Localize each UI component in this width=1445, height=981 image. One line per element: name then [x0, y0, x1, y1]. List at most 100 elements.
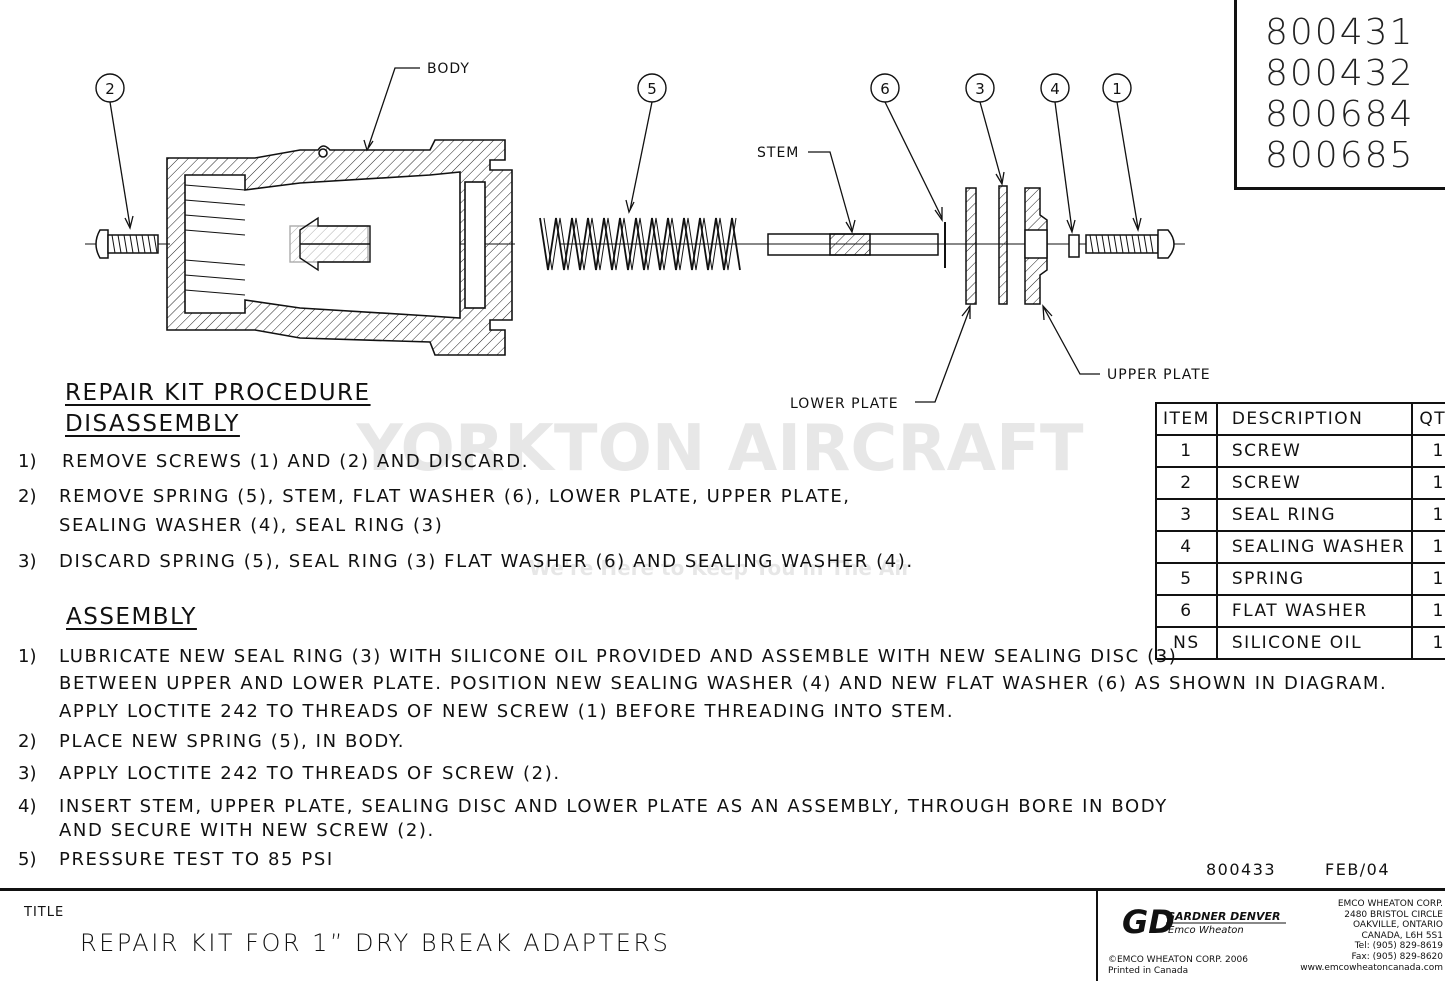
- assembly-step-1-line-1: LUBRICATE NEW SEAL RING (3) WITH SILICON…: [59, 646, 1178, 667]
- poppet: [289, 216, 371, 272]
- phone: Tel: (905) 829-8619: [1354, 941, 1443, 952]
- part-numbers-box: 800431 800432 800684 800685: [1234, 0, 1445, 190]
- fax: Fax: (905) 829-8620: [1351, 951, 1443, 962]
- copyright-block: ©EMCO WHEATON CORP. 2006 Printed in Cana…: [1108, 955, 1248, 977]
- cell-item: 6: [1155, 594, 1218, 628]
- cell-description: SEALING WASHER: [1215, 530, 1414, 564]
- printed-in: Printed in Canada: [1108, 966, 1189, 976]
- table-row: 3 SEAL RING 1: [1155, 498, 1445, 532]
- procedure-title: REPAIR KIT PROCEDURE: [65, 380, 371, 406]
- watermark: YORKTON AIRCRAFT We're Here to Keep You …: [355, 412, 1083, 580]
- gardner-denver-logo: GD GARDNER DENVER Emco Wheaton: [1122, 903, 1286, 939]
- title-label: TITLE: [24, 905, 65, 920]
- assembly-step-5: PRESSURE TEST TO 85 PSI: [59, 849, 334, 870]
- address-line: 2480 BRISTOL CIRCLE: [1344, 909, 1443, 920]
- callout-lower-plate: LOWER PLATE: [790, 396, 899, 412]
- cell-description: SCREW: [1215, 434, 1414, 468]
- cell-qty: 1: [1411, 626, 1445, 660]
- step-number: 4): [18, 796, 37, 817]
- table-row: 4 SEALING WASHER 1: [1155, 530, 1445, 564]
- step-number: 3): [18, 763, 37, 784]
- balloon-6: 6: [880, 80, 890, 98]
- cell-item: 4: [1155, 530, 1218, 564]
- cell-item: 1: [1155, 434, 1218, 468]
- assembly-step-2: PLACE NEW SPRING (5), IN BODY.: [59, 731, 406, 752]
- part-number: 800432: [1265, 53, 1415, 94]
- company-block: GD GARDNER DENVER Emco Wheaton ©EMCO WHE…: [1096, 891, 1445, 981]
- cell-description: SCREW: [1215, 466, 1414, 500]
- screw-2: [95, 229, 159, 259]
- step-number: 3): [18, 551, 37, 572]
- assembly-heading: ASSEMBLY: [66, 604, 197, 630]
- company-address: EMCO WHEATON CORP. 2480 BRISTOL CIRCLE O…: [1300, 899, 1443, 973]
- assembly-step-4-line-1: INSERT STEM, UPPER PLATE, SEALING DISC A…: [59, 796, 1168, 817]
- drawing-title: REPAIR KIT FOR 1” DRY BREAK ADAPTERS: [80, 929, 671, 957]
- parts-table: ITEM DESCRIPTION QTY 1 SCREW 1 2 SCREW 1…: [1155, 402, 1445, 660]
- header-item: ITEM: [1155, 402, 1218, 436]
- balloon-3: 3: [975, 80, 985, 98]
- step-number: 1): [18, 646, 37, 667]
- step-number: 1): [18, 451, 37, 472]
- assembly-step-4-line-2: AND SECURE WITH NEW SCREW (2).: [59, 820, 435, 841]
- sealing-washer-4: [1068, 234, 1080, 258]
- cell-description: SILICONE OIL: [1215, 626, 1414, 660]
- logo-mark: GD: [1122, 903, 1175, 939]
- cell-qty: 1: [1411, 498, 1445, 532]
- logo-sub: Emco Wheaton: [1168, 925, 1244, 936]
- balloon-1: 1: [1112, 80, 1122, 98]
- callout-body: BODY: [427, 61, 470, 77]
- assembly-step-1-line-2: BETWEEN UPPER AND LOWER PLATE. POSITION …: [59, 673, 1388, 694]
- upper-plate-part: [1024, 187, 1048, 305]
- cell-qty: 1: [1411, 466, 1445, 500]
- balloon-5: 5: [647, 80, 657, 98]
- disassembly-step-2-line-2: SEALING WASHER (4), SEAL RING (3): [59, 515, 444, 536]
- table-header: ITEM DESCRIPTION QTY: [1155, 402, 1445, 436]
- cell-description: FLAT WASHER: [1215, 594, 1414, 628]
- step-number: 2): [18, 486, 37, 507]
- screw-1: [1085, 229, 1175, 259]
- drawing-date: FEB/04: [1325, 860, 1391, 879]
- cell-qty: 1: [1411, 530, 1445, 564]
- cell-qty: 1: [1411, 594, 1445, 628]
- assembly-step-1-line-3: APPLY LOCTITE 242 TO THREADS OF NEW SCRE…: [59, 701, 955, 722]
- assembly-step-3: APPLY LOCTITE 242 TO THREADS OF SCREW (2…: [59, 763, 561, 784]
- watermark-line2: We're Here to Keep You in The Air: [529, 556, 911, 580]
- part-number: 800431: [1265, 12, 1415, 53]
- leader-lines: [109, 67, 1142, 403]
- address-line: EMCO WHEATON CORP.: [1337, 899, 1443, 909]
- table-row: 2 SCREW 1: [1155, 466, 1445, 500]
- cell-qty: 1: [1411, 562, 1445, 596]
- disassembly-heading: DISASSEMBLY: [65, 411, 240, 437]
- copyright: ©EMCO WHEATON CORP. 2006: [1108, 955, 1248, 965]
- title-block: TITLE REPAIR KIT FOR 1” DRY BREAK ADAPTE…: [0, 888, 1445, 981]
- table-row: 1 SCREW 1: [1155, 434, 1445, 468]
- seal-ring-3: [998, 185, 1008, 305]
- cell-qty: 1: [1411, 434, 1445, 468]
- header-qty: QTY: [1411, 402, 1445, 436]
- lower-plate-part: [965, 187, 977, 305]
- spring-5: [539, 217, 741, 271]
- part-number: 800684: [1265, 94, 1415, 135]
- cell-item: NS: [1155, 626, 1218, 660]
- callout-stem: STEM: [757, 145, 799, 161]
- disassembly-step-2-line-1: REMOVE SPRING (5), STEM, FLAT WASHER (6)…: [59, 486, 851, 507]
- disassembly-step-1: REMOVE SCREWS (1) AND (2) AND DISCARD.: [62, 451, 530, 472]
- balloon-2: 2: [105, 80, 115, 98]
- header-description: DESCRIPTION: [1215, 402, 1414, 436]
- balloon-4: 4: [1050, 80, 1060, 98]
- cell-description: SPRING: [1215, 562, 1414, 596]
- table-row: 6 FLAT WASHER 1: [1155, 594, 1445, 628]
- website: www.emcowheatoncanada.com: [1300, 962, 1443, 973]
- item-balloons: [95, 73, 1132, 103]
- disassembly-step-3: DISCARD SPRING (5), SEAL RING (3) FLAT W…: [59, 551, 914, 572]
- address-line: CANADA, L6H 5S1: [1361, 930, 1443, 941]
- cell-item: 3: [1155, 498, 1218, 532]
- cell-item: 5: [1155, 562, 1218, 596]
- logo-name: GARDNER DENVER: [1166, 910, 1281, 923]
- callout-upper-plate: UPPER PLATE: [1107, 367, 1211, 383]
- part-number: 800685: [1265, 135, 1415, 176]
- drawing-number: 800433: [1206, 860, 1277, 879]
- step-number: 5): [18, 849, 37, 870]
